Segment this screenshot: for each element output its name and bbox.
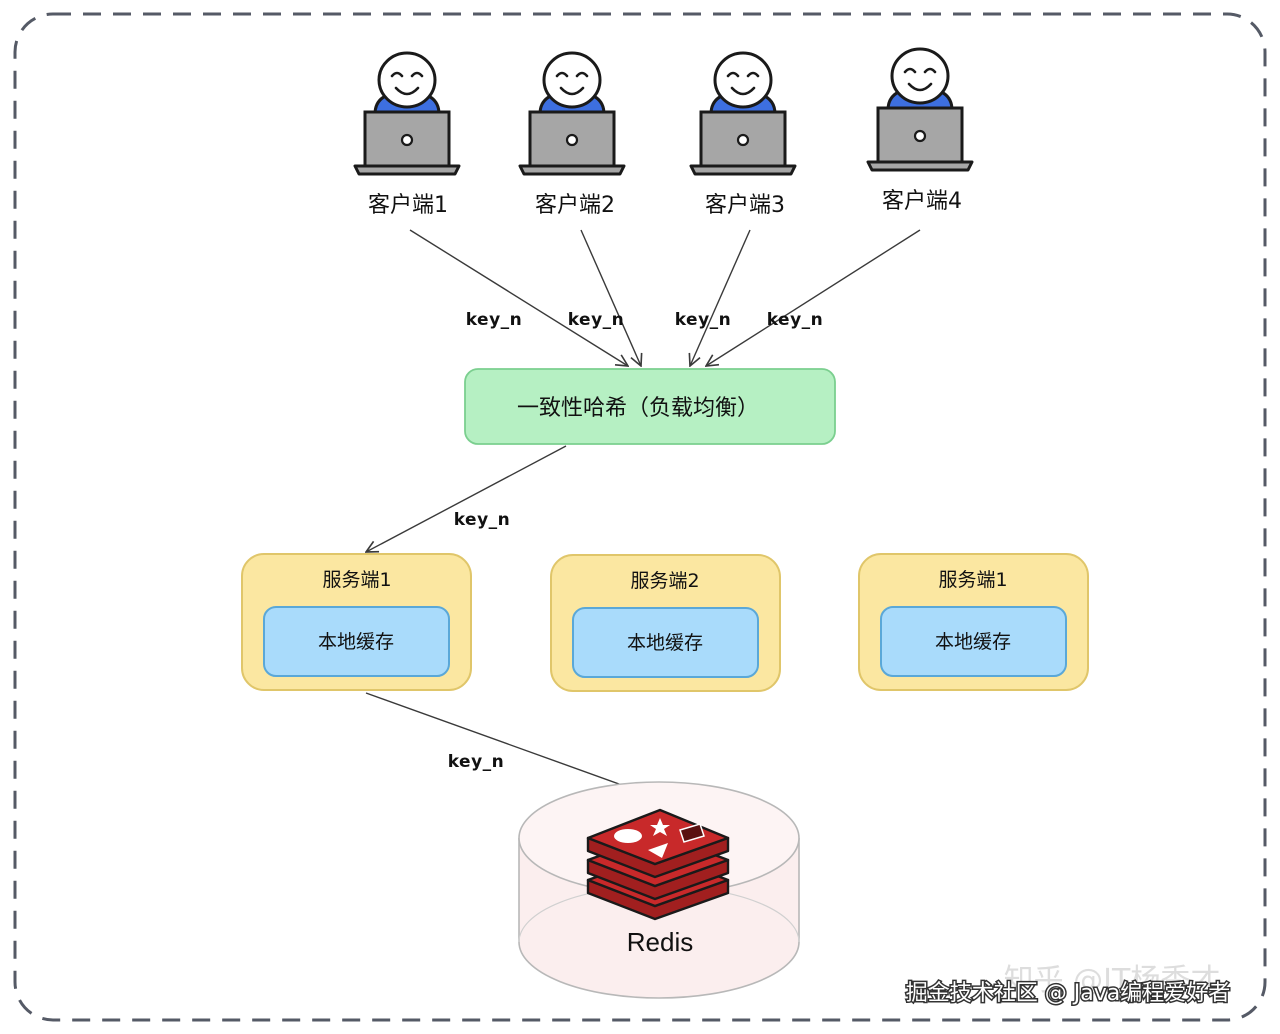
local-cache-box — [572, 607, 759, 678]
redis-label: Redis — [627, 927, 693, 957]
watermark-faint: 知乎 @IT杨秀才 — [1004, 963, 1221, 998]
dashed-frame — [13, 12, 1267, 1022]
load-balancer-node: 一致性哈希（负载均衡） — [464, 368, 836, 445]
edge-label-to-server: key_n — [454, 510, 511, 530]
client-label: 客户端4 — [882, 189, 962, 214]
client-arrows — [409, 229, 921, 366]
client-figure-icon — [866, 47, 974, 172]
edge-label-client2: key_n — [568, 310, 625, 330]
client-1: 客户端1 — [353, 51, 461, 218]
client-figure-icon — [689, 51, 797, 176]
server-1: 服务端1 本地缓存 — [241, 553, 472, 691]
redis-node: Redis — [518, 781, 800, 999]
client-figure-icon — [518, 51, 626, 176]
server-2: 服务端2 本地缓存 — [550, 554, 781, 692]
client-figure-icon — [353, 51, 461, 176]
edge-label-to-redis: key_n — [448, 752, 505, 772]
client-2: 客户端2 — [518, 51, 626, 218]
edge-label-client1: key_n — [466, 310, 523, 330]
local-cache-label: 本地缓存 — [318, 631, 394, 653]
local-cache-box — [263, 606, 450, 677]
arrow-server1-to-redis — [365, 692, 658, 798]
arrow-client2-to-lb — [580, 229, 641, 366]
edge-label-client4: key_n — [767, 310, 824, 330]
arrow-client4-to-lb — [706, 229, 921, 366]
client-4: 客户端4 — [866, 47, 974, 214]
arrow-client1-to-lb — [409, 229, 628, 366]
arrow-lb-to-server1 — [366, 445, 567, 552]
server-title: 服务端1 — [322, 569, 391, 591]
redis-logo-icon — [586, 808, 730, 921]
edge-label-client3: key_n — [675, 310, 732, 330]
local-cache-label: 本地缓存 — [627, 632, 703, 654]
load-balancer-label: 一致性哈希（负载均衡） — [517, 396, 759, 421]
client-label: 客户端2 — [535, 193, 615, 218]
load-balancer-box — [464, 368, 836, 445]
local-cache-label: 本地缓存 — [935, 631, 1011, 653]
server-3: 服务端1 本地缓存 — [858, 553, 1089, 691]
client-label: 客户端1 — [368, 193, 448, 218]
server-title: 服务端2 — [630, 570, 699, 592]
server-title: 服务端1 — [938, 569, 1007, 591]
arrow-client3-to-lb — [690, 229, 751, 366]
watermark-main: 掘金技术社区 @ Java编程爱好者 — [906, 981, 1230, 1006]
client-3: 客户端3 — [689, 51, 797, 218]
client-label: 客户端3 — [705, 193, 785, 218]
local-cache-box — [880, 606, 1067, 677]
